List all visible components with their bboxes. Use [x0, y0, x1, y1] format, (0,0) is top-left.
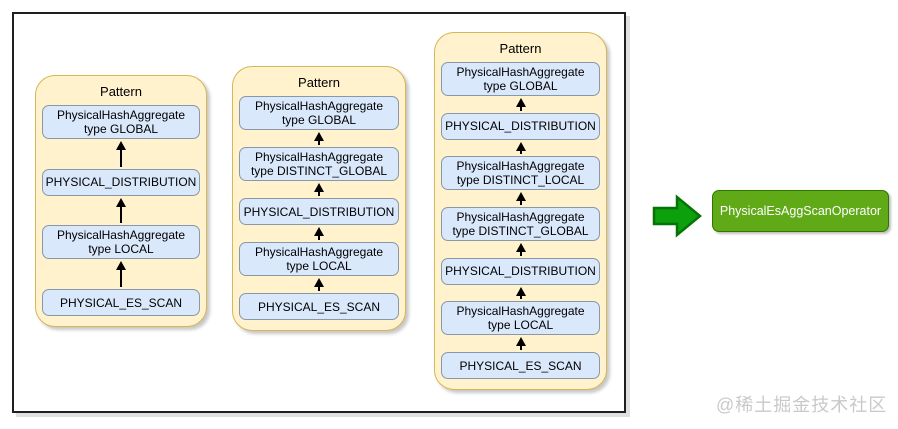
pattern-title: Pattern	[499, 41, 542, 56]
arrow-shaft	[519, 107, 522, 111]
up-arrow-icon	[441, 190, 600, 207]
arrow-shaft	[519, 295, 522, 300]
up-arrow-icon	[441, 96, 600, 113]
up-arrow-icon	[42, 139, 200, 169]
arrow-shaft	[318, 141, 320, 145]
plan-node-label-line: PhysicalHashAggregate	[456, 304, 585, 319]
plan-node-label-line: type DISTINCT_GLOBAL	[452, 224, 589, 239]
plan-node-label-line: type LOCAL	[487, 318, 554, 333]
up-arrow-icon	[42, 259, 200, 289]
plan-node-label-line: PhysicalHashAggregate	[254, 99, 384, 113]
up-arrow-icon	[239, 181, 399, 198]
plan-node-label-line: PHYSICAL_ES_SCAN	[59, 295, 183, 310]
plan-node-label-line: type DISTINCT_LOCAL	[456, 173, 585, 188]
plan-node-label-line: PHYSICAL_DISTRIBUTION	[243, 204, 395, 219]
arrow-shaft	[519, 201, 522, 206]
plan-node-label-line: type DISTINCT_GLOBAL	[250, 164, 388, 178]
plan-node-label-line: type GLOBAL	[83, 122, 159, 136]
plan-node-label-line: PHYSICAL_DISTRIBUTION	[45, 175, 197, 190]
plan-node-label-line: type GLOBAL	[483, 79, 558, 93]
up-arrow-icon	[441, 285, 600, 302]
pattern-title: Pattern	[100, 84, 142, 99]
plan-node: PHYSICAL_ES_SCAN	[42, 289, 200, 317]
plan-node-label-line: type LOCAL	[88, 242, 154, 257]
arrow-head	[116, 261, 126, 271]
pattern-title: Pattern	[298, 75, 340, 90]
result-operator-box: PhysicalEsAggScanOperator	[712, 190, 889, 232]
plan-node-label-line: PhysicalHashAggregate	[254, 150, 384, 164]
arrow-shaft	[120, 150, 122, 167]
arrow-shaft	[318, 192, 320, 196]
plan-node: PHYSICAL_DISTRIBUTION	[441, 112, 600, 140]
arrow-shaft	[318, 236, 320, 240]
arrow-head	[314, 183, 324, 192]
plan-node-label-line: PhysicalHashAggregate	[254, 245, 384, 259]
plan-node-label-line: PhysicalHashAggregate	[56, 228, 186, 243]
plan-node: PHYSICAL_DISTRIBUTION	[239, 198, 399, 225]
result-operator-label: PhysicalEsAggScanOperator	[719, 204, 882, 218]
watermark: @稀土掘金技术社区	[716, 395, 888, 415]
arrow-head	[314, 278, 324, 287]
transform-right-arrow-icon	[652, 194, 702, 238]
up-arrow-icon	[239, 276, 399, 293]
up-arrow-icon	[239, 225, 399, 242]
plan-node: PHYSICAL_ES_SCAN	[441, 352, 600, 380]
arrow-shaft	[318, 287, 320, 291]
arrow-head	[515, 337, 526, 347]
up-arrow-icon	[239, 130, 399, 147]
up-arrow-icon	[441, 335, 600, 352]
plan-node-label-line: PhysicalHashAggregate	[456, 65, 585, 79]
plan-node-label-line: PhysicalHashAggregate	[56, 108, 186, 122]
arrow-head	[314, 227, 324, 236]
plan-node-label-line: PHYSICAL_ES_SCAN	[459, 358, 582, 373]
plan-node-label-line: type GLOBAL	[281, 113, 357, 127]
plan-node-label-line: PHYSICAL_DISTRIBUTION	[445, 119, 596, 134]
up-arrow-icon	[441, 241, 600, 258]
arrow-head	[515, 98, 526, 107]
arrow-shaft	[120, 206, 122, 224]
arrow-head	[515, 286, 526, 296]
arrow-shaft	[519, 150, 522, 155]
arrow-shaft	[120, 270, 122, 288]
up-arrow-icon	[42, 196, 200, 226]
arrow-shaft	[519, 252, 522, 256]
arrow-shaft	[519, 346, 522, 351]
plan-node-label-line: PHYSICAL_DISTRIBUTION	[445, 264, 596, 279]
up-arrow-icon	[441, 140, 600, 157]
arrow-head	[116, 141, 126, 150]
plan-node: PHYSICAL_DISTRIBUTION	[42, 168, 200, 196]
arrow-head	[314, 132, 324, 141]
arrow-head	[515, 141, 526, 151]
arrow-head	[515, 192, 526, 202]
arrow-head	[515, 243, 526, 253]
plan-node-label-line: PhysicalHashAggregate	[456, 159, 585, 174]
plan-node-label-line: type LOCAL	[286, 259, 352, 273]
plan-node: PHYSICAL_DISTRIBUTION	[441, 257, 600, 285]
plan-node-label-line: PhysicalHashAggregate	[456, 210, 585, 225]
plan-node: PHYSICAL_ES_SCAN	[239, 293, 399, 320]
plan-node-label-line: PHYSICAL_ES_SCAN	[257, 299, 381, 314]
arrow-head	[116, 197, 126, 207]
